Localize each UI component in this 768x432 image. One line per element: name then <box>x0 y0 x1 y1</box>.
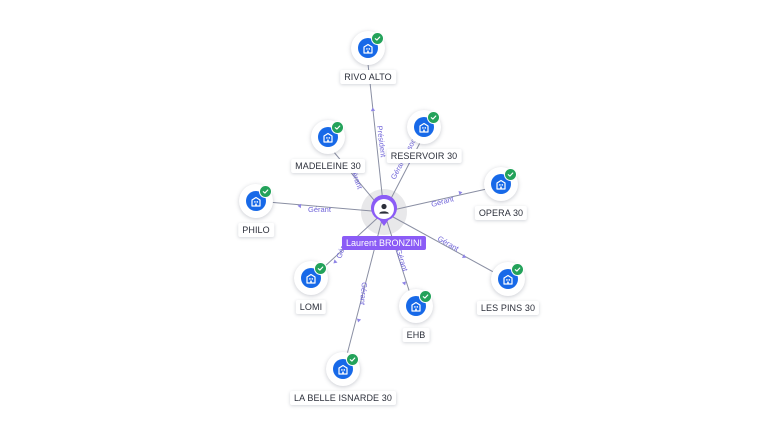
company-label[interactable]: LOMI <box>295 300 327 314</box>
edge-label-ehb: Gérant <box>394 248 410 273</box>
company-label[interactable]: EHB <box>402 328 430 342</box>
verified-check-icon <box>511 263 524 276</box>
company-label[interactable]: LA BELLE ISNARDE 30 <box>290 391 396 405</box>
edge-label-la-belle-isnarde-30: Gérant <box>358 282 369 307</box>
person-name-label[interactable]: Laurent BRONZINI <box>341 236 427 250</box>
company-label[interactable]: LES PINS 30 <box>476 301 540 315</box>
edge-label-les-pins-30: Gérant <box>436 234 461 254</box>
edge-philo: Gérant <box>255 200 385 214</box>
company-label[interactable]: RIVO ALTO <box>340 70 396 84</box>
company-node-circle[interactable] <box>326 352 360 386</box>
verified-check-icon <box>331 121 344 134</box>
verified-check-icon <box>427 111 440 124</box>
company-node-circle[interactable] <box>491 262 525 296</box>
verified-check-icon <box>504 168 517 181</box>
company-label[interactable]: OPERA 30 <box>474 206 528 220</box>
verified-check-icon <box>259 185 272 198</box>
edge-label-rivo-alto: Président <box>375 125 388 158</box>
edge-label-opera-30: Gérant <box>430 194 455 209</box>
edge-label-philo: Gérant <box>308 205 332 214</box>
edge-rivo-alto: Président <box>367 63 388 213</box>
company-node-circle[interactable] <box>399 289 433 323</box>
company-label[interactable]: RESERVOIR 30 <box>386 149 462 163</box>
verified-check-icon <box>419 290 432 303</box>
company-node-circle[interactable] <box>351 31 385 65</box>
verified-check-icon <box>314 262 327 275</box>
person-icon[interactable] <box>367 195 401 229</box>
company-node-circle[interactable] <box>239 184 273 218</box>
company-node-circle[interactable] <box>311 120 345 154</box>
company-node-circle[interactable] <box>407 110 441 144</box>
company-node-circle[interactable] <box>484 167 518 201</box>
company-label[interactable]: PHILO <box>238 223 274 237</box>
verified-check-icon <box>371 32 384 45</box>
company-node-circle[interactable] <box>294 261 328 295</box>
company-label[interactable]: MADELEINE 30 <box>291 159 365 173</box>
verified-check-icon <box>346 353 359 366</box>
